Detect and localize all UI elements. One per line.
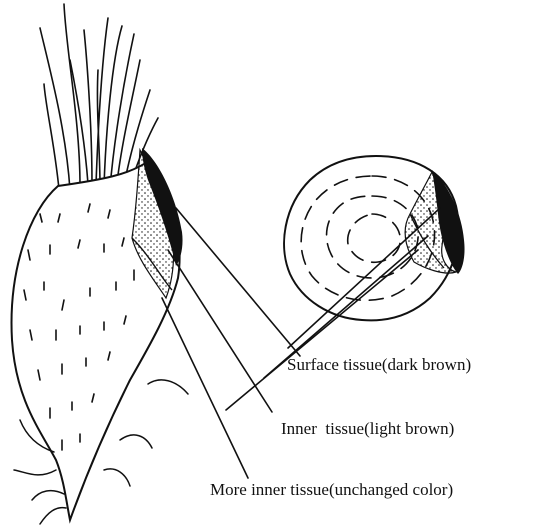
label-more-inner-tissue: More inner tissue(unchanged color) xyxy=(210,481,453,498)
cross-section xyxy=(284,156,464,320)
root-body xyxy=(12,148,183,520)
leader-more-inner-from-root xyxy=(162,298,248,478)
leader-surface-from-root xyxy=(176,208,300,356)
leader-inner-from-root xyxy=(168,250,272,412)
label-surface-tissue: Surface tissue(dark brown) xyxy=(287,356,471,373)
label-inner-tissue: Inner tissue(light brown) xyxy=(281,420,454,437)
